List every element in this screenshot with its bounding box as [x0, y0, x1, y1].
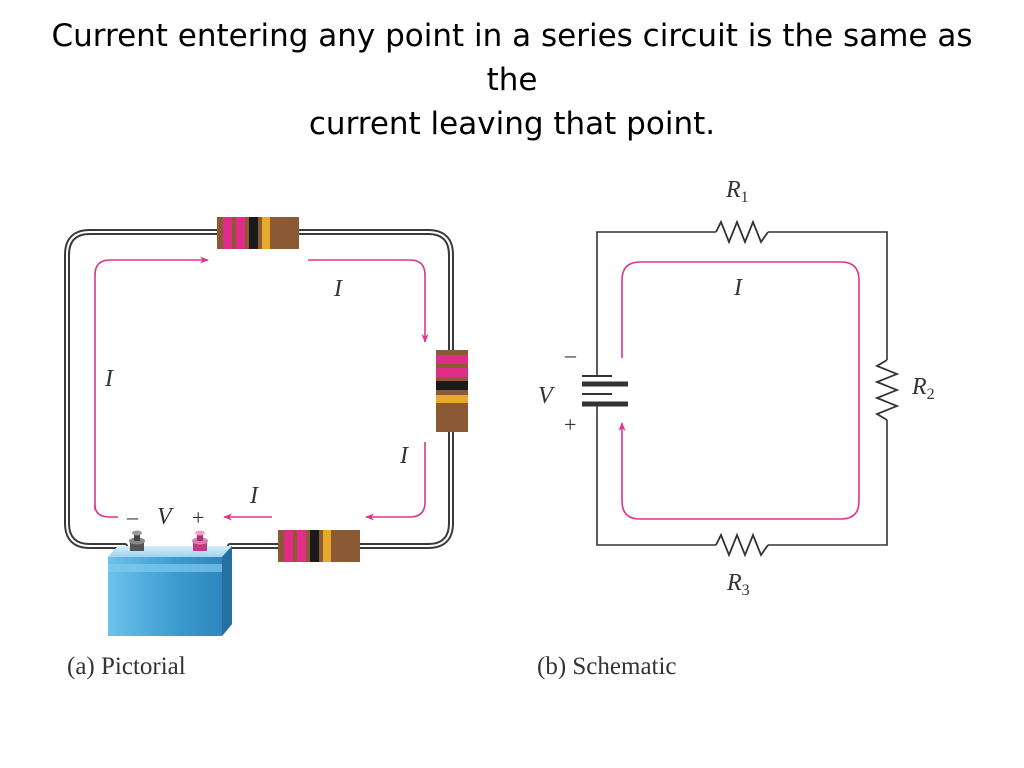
schematic-caption: (b) Schematic	[537, 653, 677, 680]
schematic-current-loop	[618, 261, 860, 520]
resistor-r3-label: R3	[726, 570, 750, 599]
schematic-voltage-label: V	[538, 383, 555, 409]
pictorial-current-label-bottom: I	[249, 483, 259, 509]
schematic-current-label: I	[733, 275, 743, 301]
bottom-resistor	[278, 530, 360, 562]
pictorial-current-path	[94, 256, 429, 521]
resistor-r1-label: R1	[725, 177, 749, 206]
slide-title-line-1: Current entering any point in a series c…	[51, 18, 973, 98]
pictorial-current-left-tail	[94, 504, 118, 518]
schematic-plus-sign: +	[564, 412, 576, 437]
resistor-r3-symbol	[715, 532, 769, 558]
slide-title-line-2: current leaving that point.	[308, 106, 716, 142]
right-resistor	[436, 350, 468, 432]
resistor-r2-symbol	[874, 359, 900, 421]
schematic-wires	[596, 231, 888, 546]
pictorial-current-arrow-bottom-right	[365, 442, 426, 521]
negative-terminal	[129, 530, 145, 551]
battery-plus-sign: +	[192, 505, 204, 530]
slide-title: Current entering any point in a series c…	[40, 14, 984, 146]
schematic-minus-sign: –	[564, 342, 577, 367]
battery-voltage-label: V	[157, 504, 174, 530]
schematic-circuit: R1 R2 R3 I V – + (b) Schematic	[537, 177, 935, 680]
pictorial-circuit: I I I I – V + (a) Pictorial	[64, 217, 468, 680]
battery-minus-sign: –	[126, 504, 139, 529]
resistor-r1-symbol	[715, 219, 769, 245]
pictorial-wire-loop	[64, 229, 454, 549]
pictorial-current-label-top: I	[333, 276, 343, 302]
pictorial-current-arrow-top-left	[94, 256, 209, 510]
positive-terminal	[192, 530, 208, 551]
pictorial-current-label-left: I	[104, 366, 114, 392]
battery	[108, 530, 232, 636]
pictorial-caption: (a) Pictorial	[67, 653, 186, 680]
schematic-battery-symbol	[582, 371, 628, 409]
pictorial-current-arrow-top-right	[308, 259, 429, 343]
pictorial-current-label-right: I	[399, 443, 409, 469]
top-resistor	[217, 217, 299, 249]
resistor-r2-label: R2	[911, 374, 935, 403]
